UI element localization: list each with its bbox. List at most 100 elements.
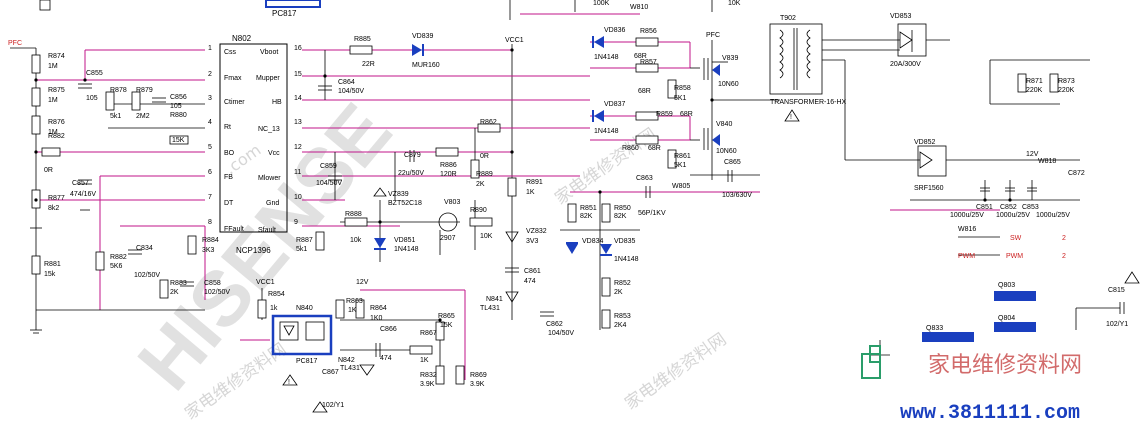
c852-val: 1000u/25V: [996, 212, 1030, 219]
r852-ref: R852: [614, 280, 631, 287]
top-fragment: PC817 100K W810 10K: [39, 0, 741, 20]
pin-7-num: 7: [208, 194, 212, 201]
top-w810: W810: [630, 4, 648, 11]
pin-10-name: Gnd: [266, 200, 279, 207]
r883-val: 2K: [170, 289, 179, 296]
pin-3-name: Ctimer: [224, 99, 245, 106]
r853-val: 2K4: [614, 322, 627, 329]
site-watermark-2: 家电维修资料网: [621, 329, 730, 414]
c863-val: 56P/1KV: [638, 210, 666, 217]
q803-ref: Q803: [998, 282, 1015, 289]
c851-val: 1000u/25V: [950, 212, 984, 219]
opto-pc817-label: PC817: [296, 358, 318, 365]
r874-ref: R874: [48, 53, 65, 60]
pin-9-num: 9: [294, 219, 298, 226]
zero-ohm-left: 0R: [44, 167, 53, 174]
vd853-ref: VD853: [890, 13, 912, 20]
c861-ref: C861: [524, 268, 541, 275]
r856-val: 68R: [634, 53, 647, 60]
r889-ref: R889: [476, 171, 493, 178]
middle-network: VCC1: [296, 33, 590, 337]
gate-drive: PFC VD836 1N4148 R856 68R R857 68R R858 …: [560, 27, 780, 330]
c866-ref: C866: [380, 326, 397, 333]
r888-ref: R888: [345, 211, 362, 218]
r885-val: 22R: [362, 61, 375, 68]
w818-ref: W818: [1038, 158, 1056, 165]
pin-10-num: 10: [294, 194, 302, 201]
r890-val: 10K: [480, 233, 493, 240]
vd835-ref: VD835: [614, 238, 636, 245]
r859-ref: R859: [656, 111, 673, 118]
q804-ref: Q804: [998, 315, 1015, 322]
bottom-network: VCC1 12V PC817 ! R854 1k N840 R863 1K: [240, 279, 487, 413]
r886-ref: R886: [440, 162, 457, 169]
vd837-val: 1N4148: [594, 128, 619, 135]
svg-text:!: !: [790, 114, 792, 121]
n841-ref: N841: [486, 296, 503, 303]
r850-val: 82K: [614, 213, 627, 220]
t902-part: TRANSFORMER-16-HX: [770, 99, 847, 106]
c851-ref: C851: [976, 204, 993, 211]
pfc-net-label: PFC: [8, 40, 22, 47]
pwm-signal: PWM: [1006, 253, 1023, 260]
r891-val: 1K: [526, 189, 535, 196]
c862-val: 104/50V: [548, 330, 574, 337]
pin-15-name: Mupper: [256, 75, 280, 82]
r886-val: 120R: [440, 171, 457, 178]
c855-val: 105: [86, 95, 98, 102]
pin-5-name: BO: [224, 150, 235, 157]
sw-pin: 2: [1062, 235, 1066, 242]
r880-val: 15K: [172, 137, 185, 144]
c865-ref: C865: [724, 159, 741, 166]
r860-val: 68R: [648, 145, 661, 152]
r863-ref: R863: [346, 298, 363, 305]
c859-ref: C859: [320, 163, 337, 170]
vd851-val: 1N4148: [394, 246, 419, 253]
top-pc817-label: PC817: [272, 9, 297, 18]
c815-val: 102/Y1: [1106, 321, 1128, 328]
r871-val: 220K: [1026, 87, 1043, 94]
r852-val: 2K: [614, 289, 623, 296]
r869-ref: R869: [470, 372, 487, 379]
pin-16-num: 16: [294, 45, 302, 52]
dotcom-watermark: .com: [221, 140, 264, 178]
r891-ref: R891: [526, 179, 543, 186]
c867-ref: C867: [322, 369, 339, 376]
c879-ref: C879: [404, 152, 421, 159]
r875-val: 1M: [48, 97, 58, 104]
r861-val: 5K1: [674, 162, 687, 169]
ic-right-pins: 16 Vboot 15 Mupper 14 HB 13 NC_13 12 Vcc…: [256, 45, 302, 234]
c858-val: 102/50V: [204, 289, 230, 296]
vz832-ref: VZ832: [526, 228, 547, 235]
c853-ref: C853: [1022, 204, 1039, 211]
pin-3-num: 3: [208, 95, 212, 102]
c864-ref: C864: [338, 79, 355, 86]
pin-11-name: Mlower: [258, 175, 281, 182]
r859-val: 68R: [680, 111, 693, 118]
r878-val: 5k1: [110, 113, 121, 120]
r854-val: 1k: [270, 305, 278, 312]
logo-url-text: www.3811111.com: [900, 402, 1080, 421]
vd851-ref: VD851: [394, 237, 416, 244]
v803-val: 2907: [440, 235, 456, 242]
c872-ref: C872: [1068, 170, 1085, 177]
r889-val: 2K: [476, 181, 485, 188]
c852-ref: C852: [1000, 204, 1017, 211]
logo-site-text: 家电维修资料网: [928, 353, 1082, 378]
pin-14-num: 14: [294, 95, 302, 102]
r885-ref: R885: [354, 36, 371, 43]
r882-ref: R882: [110, 254, 127, 261]
c864-val: 104/50V: [338, 88, 364, 95]
pin-4-num: 4: [208, 119, 212, 126]
r882-top-ref: R882: [48, 133, 65, 140]
r877-ref: R877: [48, 195, 65, 202]
vd836-val: 1N4148: [594, 54, 619, 61]
r887-ref: R887: [296, 237, 313, 244]
w805-ref: W805: [672, 183, 690, 190]
r879-ref: R879: [136, 87, 153, 94]
r863-val: 1K: [348, 307, 357, 314]
pin-12-name: Vcc: [268, 150, 280, 157]
r869-val: 3.9K: [470, 381, 485, 388]
n840-ref: N840: [296, 305, 313, 312]
